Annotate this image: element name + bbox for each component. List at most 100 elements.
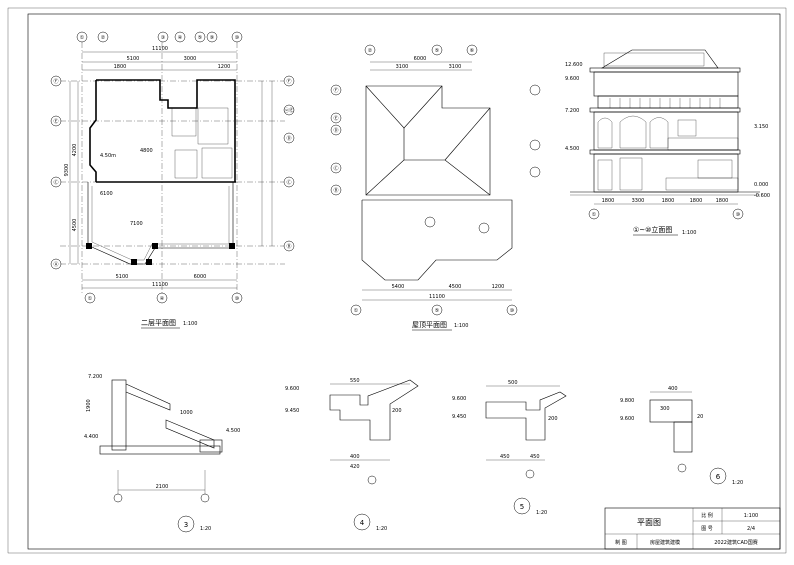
dimension-text: 1200 [492,284,505,290]
dimension-text: 11100 [429,294,445,300]
dimension-text: 1800 [690,198,703,204]
plan-title: 二层平面图 [141,319,176,327]
detail-scale: 1:20 [536,510,547,516]
axis-label: Ⓒ [286,179,291,186]
axis-label: ⑩ [510,308,515,314]
elevation-title: ①~⑩立面图 [633,225,672,234]
axis-label: ① [88,296,93,302]
dimension-text: 300 [660,406,670,412]
level-mark: 9.450 [285,408,299,414]
drawing-name: 平面图 [637,518,661,527]
detail-number: 3 [184,521,188,529]
dimension-text: 1800 [602,198,615,204]
elevation-levels: 12.600 9.600 7.200 4.500 3.150 0.000 -0.… [565,62,770,199]
detail-scale: 1:20 [200,526,211,532]
level-mark: 9.600 [620,416,634,422]
drafter-label: 制 图 [615,539,627,546]
dimension-text: 450 [530,454,540,460]
axis-label: Ⓔ [333,115,338,122]
axis-label: ③ [161,35,165,41]
dimension-text: 4800 [140,148,153,154]
axis-label: Ⓓ [286,135,291,142]
dimension-text: 20 [697,414,703,420]
dimension-text: 11100 [152,46,168,52]
elevation-scale: 1:100 [682,230,696,236]
dimension-text: 4500 [449,284,462,290]
roof-plan: ② ⑤ ⑥ 6000 3100 3100 Ⓕ Ⓔ Ⓓ Ⓒ Ⓑ 5400 4500… [330,44,541,331]
detail-number: 6 [716,473,721,481]
detail-6: 400 9.800 9.600 300 20 6 1:20 [620,386,743,486]
axis-label: ⑥ [470,48,475,54]
detail-3: 2100 1000 7.200 4.400 4.500 1900 3 1:20 [84,374,240,533]
plan-scale: 1:100 [454,323,468,329]
axis-label: ⑨ [210,35,214,41]
axis-label: ① [80,35,85,41]
second-floor-plan: ① ② ③ ④ ⑤ ⑨ ⑩ 11100 5100 3000 1800 1200 [50,31,295,329]
axis-label: ② [368,48,373,54]
level-mark: 0.000 [754,182,768,188]
sheet-number: 2/4 [747,526,755,532]
dimension-text: 400 [350,454,360,460]
dimension-text: 200 [548,416,558,422]
level-mark: 9.600 [452,396,466,402]
outer-border [7,7,787,554]
dimension-text: 6000 [414,56,427,62]
dimension-text: 4200 [72,144,78,157]
dimension-text: 11100 [152,282,168,288]
axis-label: ⑤ [435,48,439,54]
scale-value: 1:100 [744,513,758,519]
dimension-text: 7100 [130,221,143,227]
axis-label: ② [101,35,106,41]
dimension-text: 1900 [86,399,92,412]
dimension-text: 6000 [194,274,207,280]
dimension-text: 3000 [184,56,197,62]
dimension-text: 4500 [72,219,78,232]
level-mark: 9.600 [285,386,299,392]
dimension-text: 2100 [156,484,169,490]
dimension-text: 1800 [662,198,675,204]
axis-label: ④ [160,296,165,302]
axis-label: Ⓒ [53,179,58,186]
dimension-text: 1200 [218,64,231,70]
level-mark: 7.200 [565,108,579,114]
detail-scale: 1:20 [732,480,743,486]
dimension-text: 400 [668,386,678,392]
axis-label: Ⓑ [286,243,291,250]
axis-label: ① [592,212,597,218]
dimension-text: 1800 [114,64,127,70]
dimension-text: 500 [508,380,518,386]
sheet-label: 图 号 [701,526,713,532]
axis-label: ⑩ [736,212,741,218]
axis-label: Ⓕ [286,78,291,85]
level-mark: 3.150 [754,124,768,130]
level-mark: 4.400 [84,434,98,440]
plan2f-axes-left: Ⓕ Ⓔ Ⓒ Ⓐ [50,75,62,270]
axis-label: Ⓕ [53,78,58,85]
axis-label: ⑤ [435,308,439,314]
axis-label: Ⓒ [333,165,338,172]
detail-5: 500 9.600 9.450 450 450 200 5 1:20 [452,380,567,516]
level-mark: 12.600 [565,62,583,68]
detail-number: 5 [520,503,524,511]
axis-label: ⑤ [198,35,202,41]
level-mark: 9.600 [565,76,579,82]
axis-label: ⑩ [235,35,240,41]
room-label: 4.50m [100,153,116,159]
dimension-text: 5400 [392,284,405,290]
dimension-text: 3100 [449,64,462,70]
level-mark: 4.500 [565,146,579,152]
dimension-text: 3300 [632,198,645,204]
detail-scale: 1:20 [376,526,387,532]
title-block: 平面图 比 例 1:100 图 号 2/4 制 图 房屋建筑建模 2022建筑C… [604,507,781,550]
axis-label: Ⓕ [333,87,338,94]
axis-label: ⑩ [235,296,240,302]
dimension-text: 1000 [180,410,193,416]
inner-frame [27,13,781,550]
dimension-text: 420 [350,464,360,470]
axis-label: ⓤⒺ [284,107,294,114]
company-name: 房屋建筑建模 [650,539,680,546]
plan-title: 屋顶平面图 [412,321,447,329]
level-mark: 9.800 [620,398,634,404]
